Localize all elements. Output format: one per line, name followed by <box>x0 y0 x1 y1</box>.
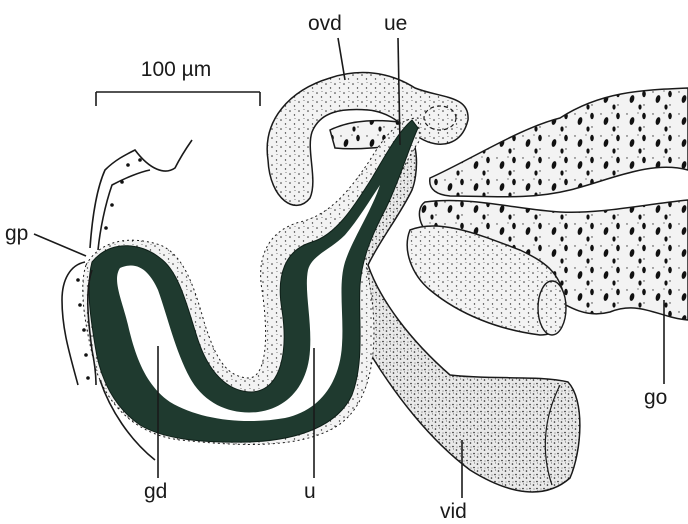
leader-ovd <box>338 38 345 80</box>
lower-tube-end <box>538 281 566 335</box>
label-go: go <box>644 386 667 409</box>
label-vid: vid <box>440 500 467 523</box>
gonad-upper-lobe <box>430 88 688 197</box>
label-gp: gp <box>5 222 28 245</box>
label-u: u <box>304 480 316 503</box>
upper-epidermis <box>90 140 192 248</box>
lower-epidermis <box>62 262 85 385</box>
scale-bar-label: 100 µm <box>141 58 211 81</box>
scale-bar: 100 µm <box>96 58 260 106</box>
label-ovd: ovd <box>308 12 342 35</box>
leader-gp <box>34 234 86 256</box>
label-ue: ue <box>384 12 407 35</box>
label-gd: gd <box>144 480 167 503</box>
upper-epidermis-inner <box>98 170 150 250</box>
